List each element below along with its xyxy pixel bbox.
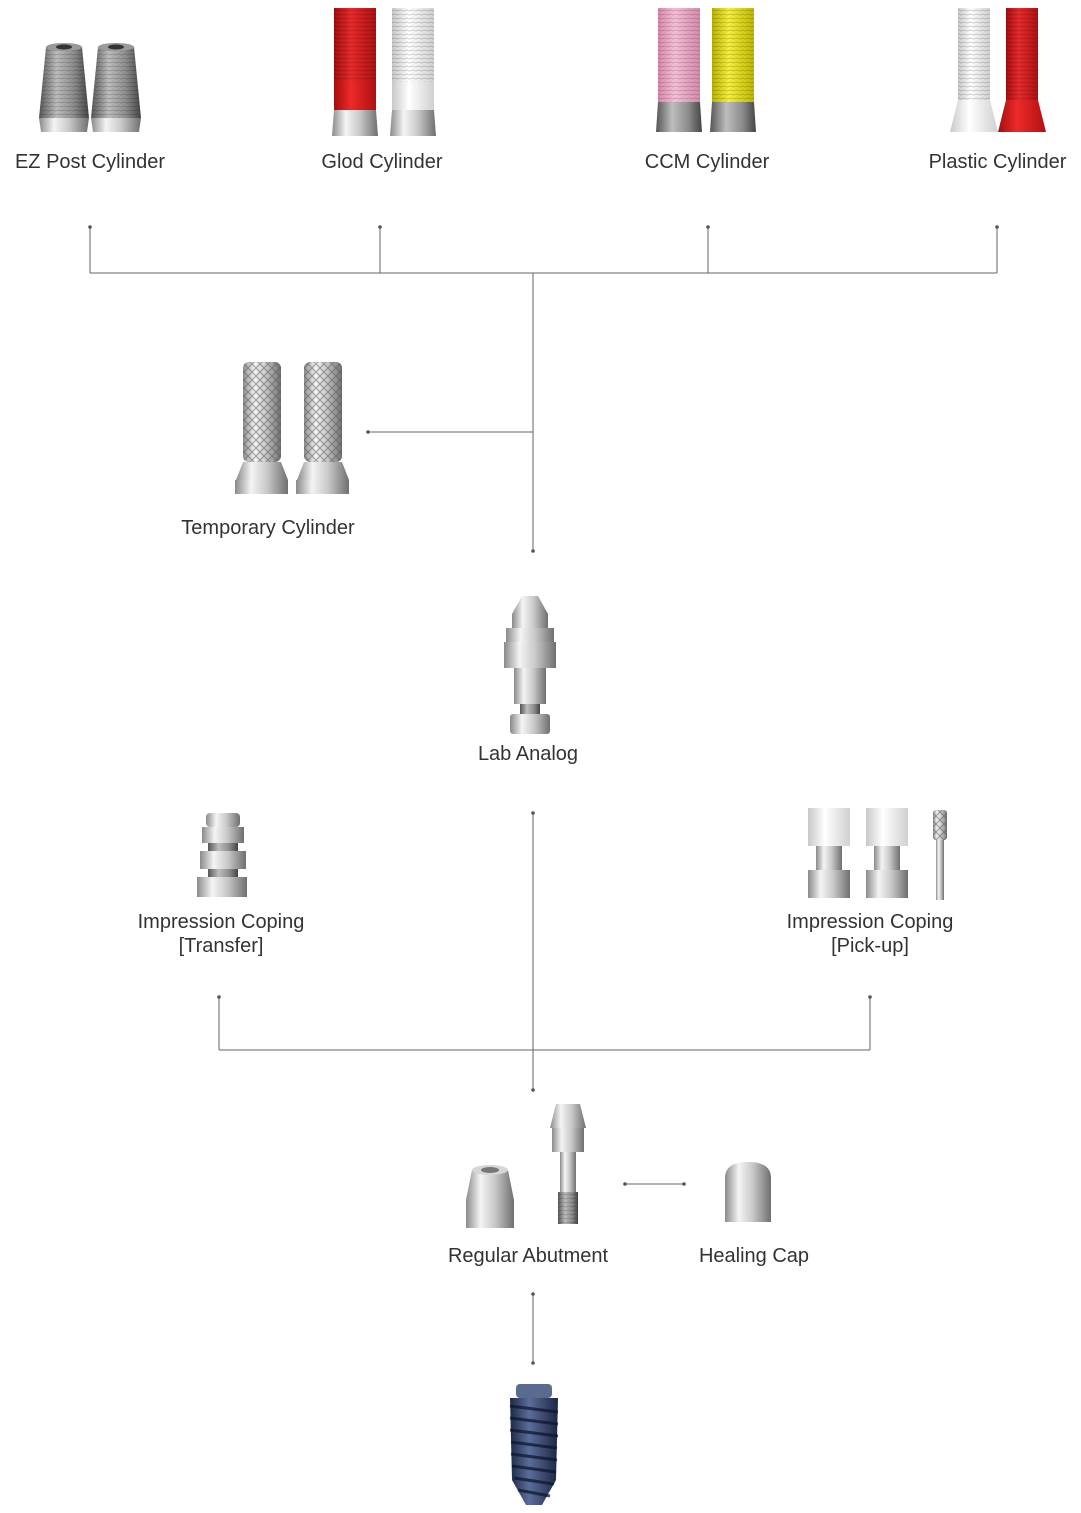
gold-cylinder-label: Glod Cylinder <box>321 151 443 173</box>
connector-dots <box>88 225 999 1365</box>
impression-coping-pickup-label-line1: Impression Coping <box>786 911 954 933</box>
impression-coping-transfer-image <box>197 813 247 897</box>
lab-analog-image <box>504 596 556 734</box>
healing-cap-image <box>725 1162 771 1222</box>
ez-post-cylinder-image <box>39 43 141 132</box>
regular-abutment-image <box>466 1104 586 1228</box>
impression-coping-pickup-label: Impression Coping [Pick-up] <box>760 910 980 958</box>
plastic-cylinder-label: Plastic Cylinder <box>928 151 1067 173</box>
ccm-cylinder-label: CCM Cylinder <box>644 151 770 173</box>
impression-coping-pickup-label-line2: [Pick-up] <box>831 935 909 957</box>
impression-coping-transfer-label-line2: [Transfer] <box>178 935 264 957</box>
impression-coping-pickup-image <box>808 808 947 900</box>
ccm-cylinder-image <box>656 8 756 132</box>
plastic-cylinder-image <box>950 8 1046 132</box>
ez-post-cylinder-label: EZ Post Cylinder <box>14 151 166 173</box>
connector-lines <box>89 227 998 1363</box>
implant-fixture-image <box>509 1384 559 1505</box>
lab-analog-label: Lab Analog <box>477 743 579 765</box>
gold-cylinder-image <box>332 8 436 136</box>
healing-cap-label: Healing Cap <box>698 1245 810 1267</box>
temporary-cylinder-label: Temporary Cylinder <box>181 517 355 539</box>
impression-coping-transfer-label-line1: Impression Coping <box>137 911 305 933</box>
impression-coping-transfer-label: Impression Coping [Transfer] <box>111 910 331 958</box>
temporary-cylinder-image <box>235 362 349 494</box>
regular-abutment-label: Regular Abutment <box>447 1245 609 1267</box>
